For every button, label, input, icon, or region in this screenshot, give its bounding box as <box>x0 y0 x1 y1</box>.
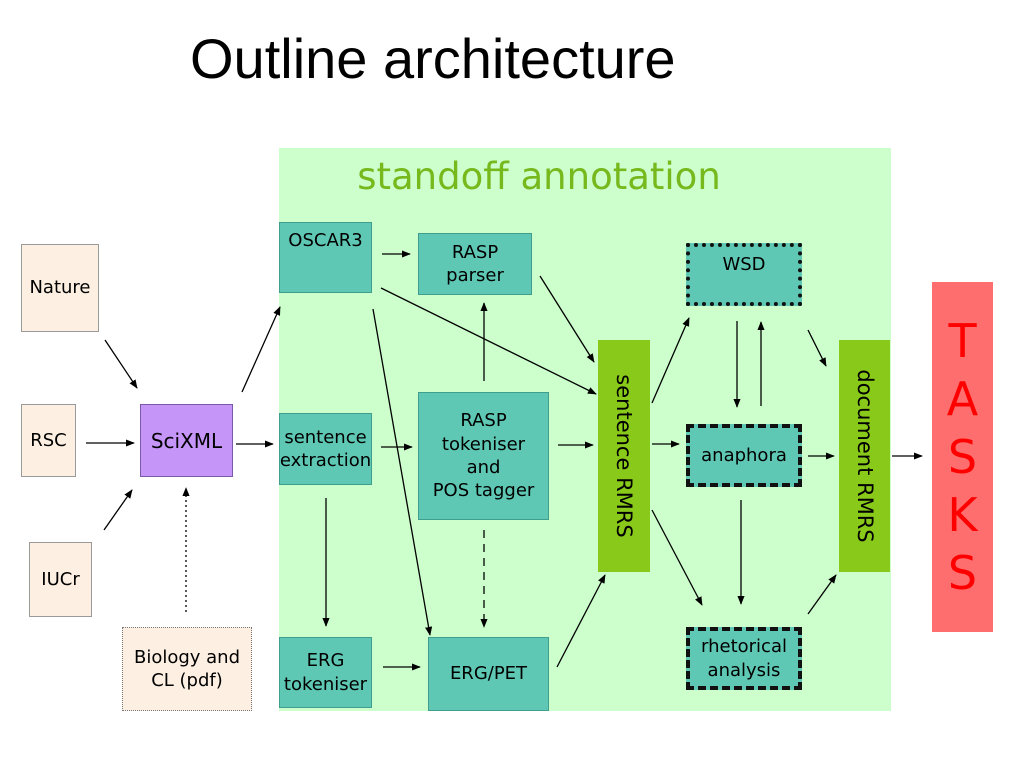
erg-pet-node: ERG/PET <box>428 637 549 711</box>
standoff-annotation-label: standoff annotation <box>357 155 721 198</box>
tasks-letter-s2: S <box>947 546 978 600</box>
source-iucr: IUCr <box>29 542 92 617</box>
arrow-iucr-scixml <box>103 489 133 531</box>
sentence-extraction-node: sentence extraction <box>279 413 372 485</box>
arrow-sentence-rmrs-wsd <box>651 317 690 404</box>
arrow-nature-scixml <box>104 339 138 389</box>
scixml-node: SciXML <box>140 404 233 477</box>
rasp-parser-node: RASP parser <box>418 233 532 295</box>
arrow-erg-pet-sentence-rmrs <box>556 574 606 668</box>
tasks-letter-s: S <box>947 430 978 484</box>
arrow-scixml-oscar3 <box>241 306 281 393</box>
rasp-tokeniser-pos-tagger-node: RASP tokeniser and POS tagger <box>418 392 549 520</box>
arrow-rasp-parser-sentence-rmrs <box>539 275 595 363</box>
source-nature: Nature <box>21 244 99 332</box>
erg-tokeniser-node: ERG tokeniser <box>279 637 372 708</box>
tasks-box: T A S K S <box>932 282 993 632</box>
tasks-letter-a: A <box>946 372 979 426</box>
arrow-rhetorical-document-rmrs <box>807 574 837 615</box>
wsd-node: WSD <box>686 243 802 306</box>
rhetorical-analysis-node: rhetorical analysis <box>686 627 802 690</box>
source-biology-cl: Biology and CL (pdf) <box>122 627 252 711</box>
page-title: Outline architecture <box>190 27 676 90</box>
arrow-oscar3-sentence-rmrs <box>380 287 597 395</box>
arrow-oscar3-erg-pet <box>372 308 433 636</box>
document-rmrs-bar: document RMRS <box>839 340 890 572</box>
tasks-letter-k: K <box>947 488 978 542</box>
tasks-letter-t: T <box>948 314 977 368</box>
source-rsc: RSC <box>21 404 76 477</box>
anaphora-node: anaphora <box>686 424 802 487</box>
oscar3-node: OSCAR3 <box>279 222 372 293</box>
arrow-sentence-rmrs-rhetorical <box>651 509 703 606</box>
arrow-wsd-document-rmrs <box>807 329 827 367</box>
sentence-rmrs-bar: sentence RMRS <box>598 340 650 572</box>
